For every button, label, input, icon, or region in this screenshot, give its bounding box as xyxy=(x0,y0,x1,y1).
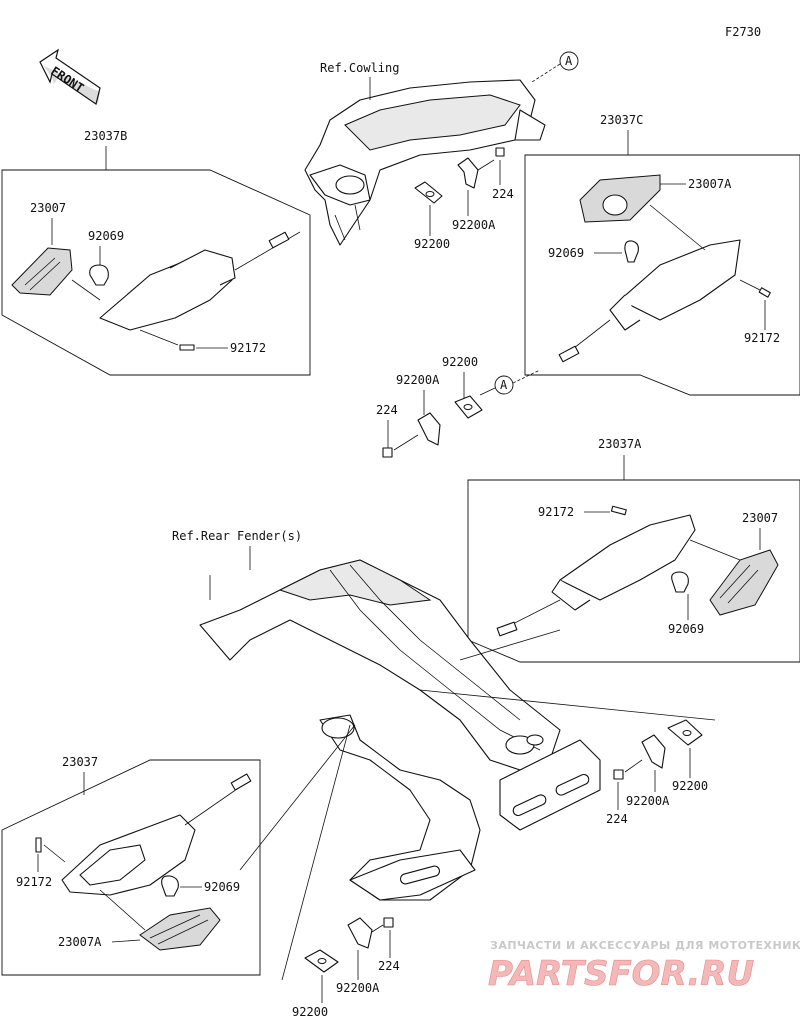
label-92069-bottom: 92069 xyxy=(204,880,240,894)
label-23037A: 23037A xyxy=(598,437,642,451)
label-224-bottom-right: 224 xyxy=(606,812,628,826)
lens-23007A-right xyxy=(579,174,661,223)
label-92172-left: 92172 xyxy=(230,341,266,355)
screw-92172-23037A xyxy=(610,505,627,516)
bracket-92200A-top xyxy=(457,157,479,189)
box-23037 xyxy=(1,759,261,976)
label-92069-right: 92069 xyxy=(548,246,584,260)
bolt-224-top xyxy=(477,147,505,171)
ref-cowling-label: Ref.Cowling xyxy=(320,61,399,75)
bracket-92200-mid xyxy=(454,395,483,419)
bracket-92200-bottom xyxy=(304,949,339,973)
watermark-brand: PARTSFOR.RU xyxy=(488,954,754,994)
turn-signal-23037A xyxy=(496,514,696,637)
bulb-92069-left xyxy=(89,264,109,286)
ref-rear-fender-label: Ref.Rear Fender(s) xyxy=(172,529,302,543)
turn-signal-23037B xyxy=(99,231,301,331)
label-92172-bottom: 92172 xyxy=(16,875,52,889)
lens-23007-right xyxy=(709,549,779,616)
screw-92172-left xyxy=(179,344,195,351)
callout-a-top: A xyxy=(559,51,579,71)
bracket-92200A-bottom-right xyxy=(641,734,666,769)
cowling-assembly xyxy=(304,79,546,246)
label-23007-right: 23007 xyxy=(742,511,778,525)
label-224-mid: 224 xyxy=(376,403,398,417)
label-23007A-bottom: 23007A xyxy=(58,935,102,949)
label-92172-right: 92172 xyxy=(744,331,780,345)
bracket-92200A-mid xyxy=(417,412,441,446)
label-92200A-mid: 92200A xyxy=(396,373,440,387)
label-92200A-bottom: 92200A xyxy=(336,981,380,995)
label-92200A-bottom-right: 92200A xyxy=(626,794,670,808)
label-224-bottom: 224 xyxy=(378,959,400,973)
label-23007A: 23007A xyxy=(688,177,732,191)
label-224-top: 224 xyxy=(492,187,514,201)
lens-23007A-bottom xyxy=(139,907,221,951)
bracket-92200-top xyxy=(414,181,443,204)
bolt-224-bottom xyxy=(371,917,394,933)
label-92172-23037A: 92172 xyxy=(538,505,574,519)
callout-a-middle: A xyxy=(494,375,514,395)
bulb-92069-23037A xyxy=(671,571,689,593)
box-23037C xyxy=(524,154,800,396)
label-92069-23037A: 92069 xyxy=(668,622,704,636)
label-92200A-top: 92200A xyxy=(452,218,496,232)
bracket-92200-bottom-right xyxy=(667,719,703,746)
lens-23007-left xyxy=(11,247,73,296)
label-23007-left: 23007 xyxy=(30,201,66,215)
label-92200-bottom-right: 92200 xyxy=(672,779,708,793)
bulb-92069-right xyxy=(624,240,639,263)
figure-code: F2730 xyxy=(725,25,761,39)
label-92200-mid: 92200 xyxy=(442,355,478,369)
front-arrow-icon: FRONT xyxy=(39,48,101,105)
label-23037: 23037 xyxy=(62,755,98,769)
label-92200-top: 92200 xyxy=(414,237,450,251)
label-23037B: 23037B xyxy=(84,129,127,143)
svg-text:A: A xyxy=(565,54,573,68)
rear-fender-assembly xyxy=(199,559,601,901)
screw-92172-right xyxy=(758,287,771,298)
bolt-224-mid xyxy=(382,434,419,458)
bulb-92069-bottom xyxy=(161,875,179,897)
turn-signal-23037 xyxy=(61,773,252,896)
svg-text:A: A xyxy=(500,378,508,392)
label-92069-left: 92069 xyxy=(88,229,124,243)
bolt-224-bottom-right xyxy=(613,759,643,780)
label-92200-bottom: 92200 xyxy=(292,1005,328,1019)
label-23037C: 23037C xyxy=(600,113,643,127)
box-23037B xyxy=(1,169,311,376)
turn-signal-23037C xyxy=(558,239,741,363)
box-23037A xyxy=(467,479,800,663)
bracket-92200A-bottom xyxy=(347,917,373,949)
watermark-tagline: ЗАПЧАСТИ И АКСЕССУАРЫ ДЛЯ МОТОТЕХНИКИ xyxy=(490,939,800,952)
screw-92172-bottom xyxy=(35,837,42,853)
